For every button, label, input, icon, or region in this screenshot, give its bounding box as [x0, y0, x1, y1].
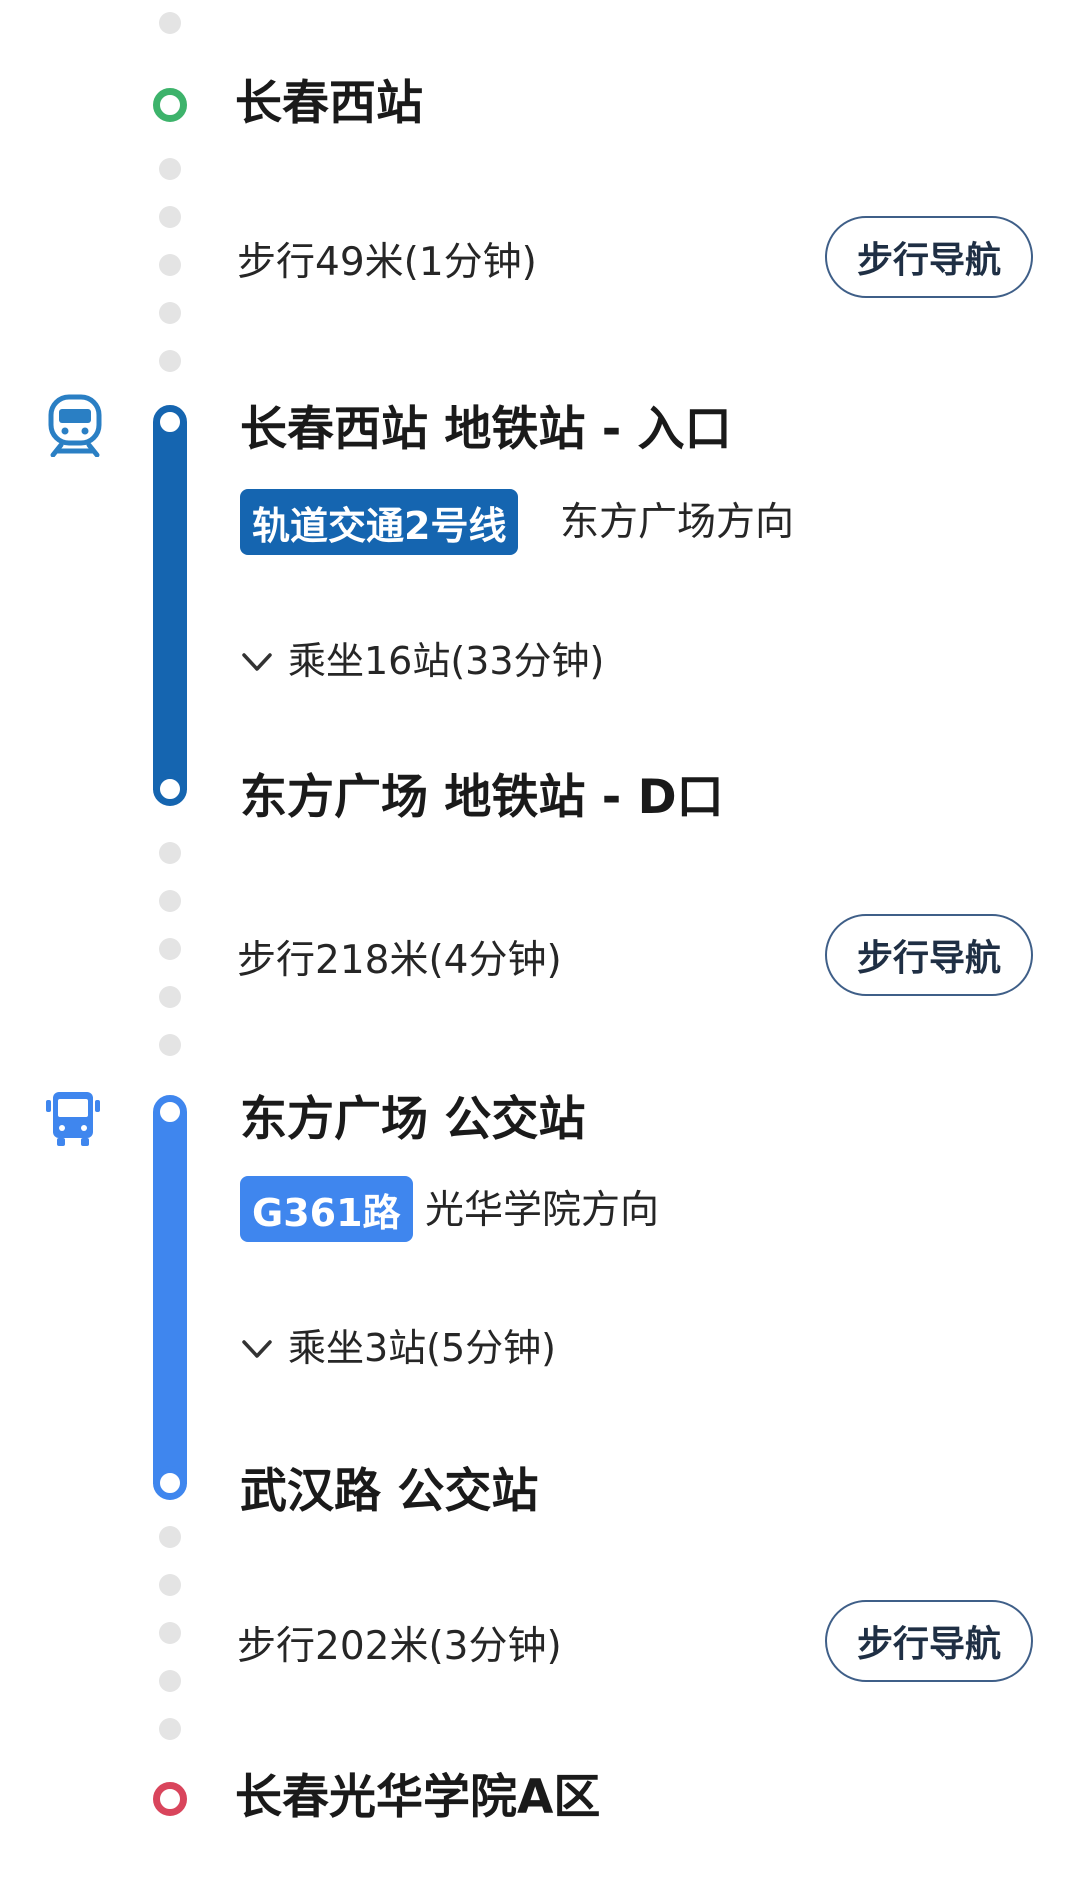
walk-dot [159, 1526, 181, 1548]
chevron-down-icon [242, 653, 272, 671]
bus-line-badge[interactable]: G361路 [240, 1176, 413, 1242]
walk-dot [159, 1718, 181, 1740]
bus-icon [46, 1092, 100, 1146]
origin-marker [153, 88, 187, 122]
bus-ride-toggle[interactable]: 乘坐3站(5分钟) [240, 1323, 556, 1373]
walk-dot [159, 158, 181, 180]
walk-navigation-button-3[interactable]: 步行导航 [825, 1600, 1033, 1682]
bus-route-line [153, 1112, 187, 1484]
metro-ride-toggle[interactable]: 乘坐16站(33分钟) [240, 636, 604, 686]
bus-direction: 光华学院方向 [425, 1188, 660, 1233]
bus-alight-marker [153, 1466, 187, 1500]
chevron-down-icon [242, 1340, 272, 1358]
walk-dot [159, 206, 181, 228]
metro-line-badge[interactable]: 轨道交通2号线 [240, 489, 519, 555]
walk-dot [159, 302, 181, 324]
metro-route-line [153, 422, 187, 790]
walk-dot [159, 1670, 181, 1692]
walk-1-summary: 步行49米(1分钟) [237, 240, 537, 285]
walk-dot [159, 986, 181, 1008]
bus-ride-summary: 乘坐3站(5分钟) [288, 1326, 557, 1370]
origin-name: 长春西站 [235, 76, 423, 131]
walk-dot [159, 254, 181, 276]
walk-dot [159, 890, 181, 912]
walk-dot [159, 12, 181, 34]
destination-name: 长春光华学院A区 [235, 1770, 601, 1825]
metro-board-marker [153, 405, 187, 439]
bus-board-marker [153, 1095, 187, 1129]
walk-dot [159, 842, 181, 864]
walk-navigation-button-1[interactable]: 步行导航 [825, 216, 1033, 298]
metro-alight-station: 东方广场 地铁站 - D口 [240, 770, 724, 825]
walk-3-summary: 步行202米(3分钟) [237, 1624, 562, 1669]
bus-board-station: 东方广场 公交站 [240, 1092, 586, 1147]
metro-direction: 东方广场方向 [560, 500, 795, 545]
metro-ride-summary: 乘坐16站(33分钟) [288, 639, 605, 683]
metro-board-station: 长春西站 地铁站 - 入口 [240, 402, 732, 457]
destination-marker [153, 1782, 187, 1816]
bus-alight-station: 武汉路 公交站 [240, 1464, 539, 1519]
metro-icon [48, 394, 102, 457]
walk-dot [159, 938, 181, 960]
walk-navigation-button-2[interactable]: 步行导航 [825, 914, 1033, 996]
metro-alight-marker [153, 772, 187, 806]
walk-dot [159, 1574, 181, 1596]
walk-2-summary: 步行218米(4分钟) [237, 938, 562, 983]
walk-dot [159, 1622, 181, 1644]
walk-dot [159, 1034, 181, 1056]
walk-dot [159, 350, 181, 372]
